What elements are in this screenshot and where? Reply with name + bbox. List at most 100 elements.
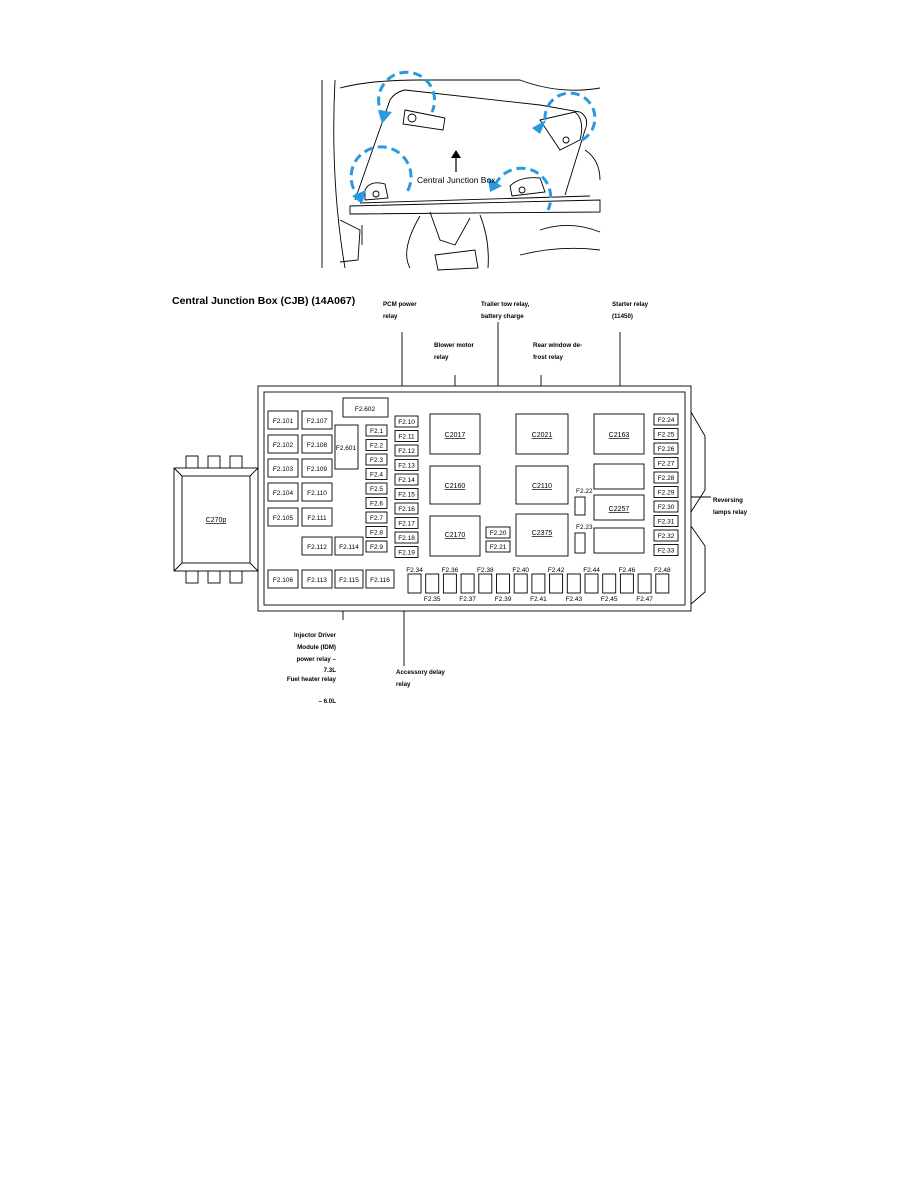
relay-unlabeled [593,463,645,490]
svg-text:F2.26: F2.26 [658,446,675,453]
cjb-location-label: Central Junction Box [417,175,496,185]
fuse-f2-101: F2.101 [267,410,299,430]
fuse-f2-1: F2.1 [365,424,388,437]
fuse-f2-32: F2.32 [653,529,679,542]
svg-text:F2.16: F2.16 [398,506,415,513]
svg-text:F2.116: F2.116 [370,577,390,584]
label-defrost-relay-2: frost relay [533,354,563,361]
fuse-f2-47: F2.47 [636,573,653,603]
svg-text:F2.47: F2.47 [636,596,653,603]
fuse-f2-104: F2.104 [267,482,299,502]
label-idm-relay-1: Injector Driver [294,632,337,639]
svg-text:F2.14: F2.14 [398,477,415,484]
fuse-column-b: F2.10F2.11F2.12F2.13F2.14F2.15F2.16F2.17… [394,415,419,558]
svg-text:F2.115: F2.115 [339,577,359,584]
svg-text:F2.27: F2.27 [658,461,675,468]
svg-text:F2.48: F2.48 [654,567,671,574]
fuse-f2-38: F2.38 [477,567,494,594]
fuse-f2-30: F2.30 [653,500,679,513]
relay-c2163: C2163 [593,413,645,455]
large-fuse-block: F2.101 F2.107 F2.102 F2.108 F2.103 F2.10… [267,397,395,589]
svg-text:F2.2: F2.2 [370,443,383,450]
fuse-f2-4: F2.4 [365,468,388,480]
relay-c2160: C2160 [429,465,481,505]
c270p-connector: C270p [173,455,259,584]
fuse-f2-35: F2.35 [424,573,441,603]
relay-blank-lower [593,527,645,554]
svg-text:F2.102: F2.102 [273,442,294,449]
svg-text:F2.601: F2.601 [336,445,357,452]
svg-text:F2.17: F2.17 [398,521,415,528]
label-idm-relay-4: 7.3L [324,667,337,674]
svg-text:C2021: C2021 [532,432,553,439]
svg-text:F2.105: F2.105 [273,515,294,522]
label-trailer-tow-2: battery charge [481,313,524,320]
svg-text:F2.110: F2.110 [307,490,327,497]
fuse-f2-116: F2.116 [365,569,395,589]
svg-text:F2.1: F2.1 [370,428,383,435]
svg-text:F2.32: F2.32 [658,533,675,540]
svg-text:F2.45: F2.45 [601,596,618,603]
fuse-f2-9: F2.9 [365,540,388,553]
fuse-f2-36: F2.36 [442,567,459,594]
svg-text:F2.104: F2.104 [273,490,294,497]
callout-labels: PCM power relay Trailer tow relay, batte… [287,301,748,705]
svg-text:C2375: C2375 [532,530,553,537]
relay-c2110: C2110 [515,465,569,505]
svg-text:F2.35: F2.35 [424,596,441,603]
relay-c2017: C2017 [429,413,481,455]
connector-label: C270p [206,517,227,524]
svg-text:F2.19: F2.19 [398,550,415,557]
label-blower-relay-2: relay [434,354,449,361]
svg-text:F2.602: F2.602 [355,406,376,413]
fuse-f2-44: F2.44 [583,567,600,594]
fuse-f2-39: F2.39 [495,573,512,603]
fuse-f2-41: F2.41 [530,573,547,603]
fuse-f2-33: F2.33 [653,544,679,556]
fuse-f2-109: F2.109 [301,458,333,478]
fuse-f2-40: F2.40 [512,567,529,594]
svg-text:F2.21: F2.21 [490,544,507,551]
fuse-f2-46: F2.46 [619,567,636,594]
fuse-f2-42: F2.42 [548,567,565,594]
svg-text:F2.106: F2.106 [273,577,294,584]
svg-text:F2.9: F2.9 [370,544,383,551]
fuse-f2-18: F2.18 [394,531,419,544]
fuse-f2-17: F2.17 [394,517,419,529]
fuse-f2-3: F2.3 [365,453,388,466]
label-accessory-relay-2: relay [396,681,411,688]
svg-text:F2.7: F2.7 [370,515,383,522]
fuse-column-right: F2.24F2.25F2.26F2.27F2.28F2.29F2.30F2.31… [653,413,679,556]
fuse-f2-43: F2.43 [565,573,582,603]
fuse-f2-602: F2.602 [342,397,389,418]
svg-text:F2.10: F2.10 [398,419,415,426]
fuse-f2-14: F2.14 [394,473,419,486]
fuse-f2-7: F2.7 [365,511,388,524]
label-idm-relay-3: power relay – [296,656,336,663]
fuse-f2-106: F2.106 [267,569,299,589]
svg-text:F2.109: F2.109 [307,466,328,473]
fuse-f2-110: F2.110 [301,482,333,502]
svg-text:F2.25: F2.25 [658,432,675,439]
svg-text:F2.34: F2.34 [406,567,423,574]
svg-text:F2.13: F2.13 [398,463,415,470]
label-idm-relay-2: Module (IDM) [297,644,336,651]
fuse-f2-29: F2.29 [653,486,679,498]
svg-text:F2.23: F2.23 [576,524,593,531]
fuse-f2-102: F2.102 [267,434,299,454]
svg-text:F2.5: F2.5 [370,486,383,493]
svg-text:F2.11: F2.11 [398,434,415,441]
fuse-f2-108: F2.108 [301,434,333,454]
label-idm-relay-5: Fuel heater relay [287,676,337,683]
svg-text:F2.108: F2.108 [307,442,328,449]
svg-text:F2.30: F2.30 [658,504,675,511]
svg-text:F2.101: F2.101 [273,418,294,425]
fuse-f2-15: F2.15 [394,488,419,500]
label-reversing-relay-1: Reversing [713,497,743,504]
svg-text:F2.22: F2.22 [576,488,593,495]
fuse-f2-115: F2.115 [334,569,364,589]
svg-text:F2.39: F2.39 [495,596,512,603]
svg-text:F2.38: F2.38 [477,567,494,574]
